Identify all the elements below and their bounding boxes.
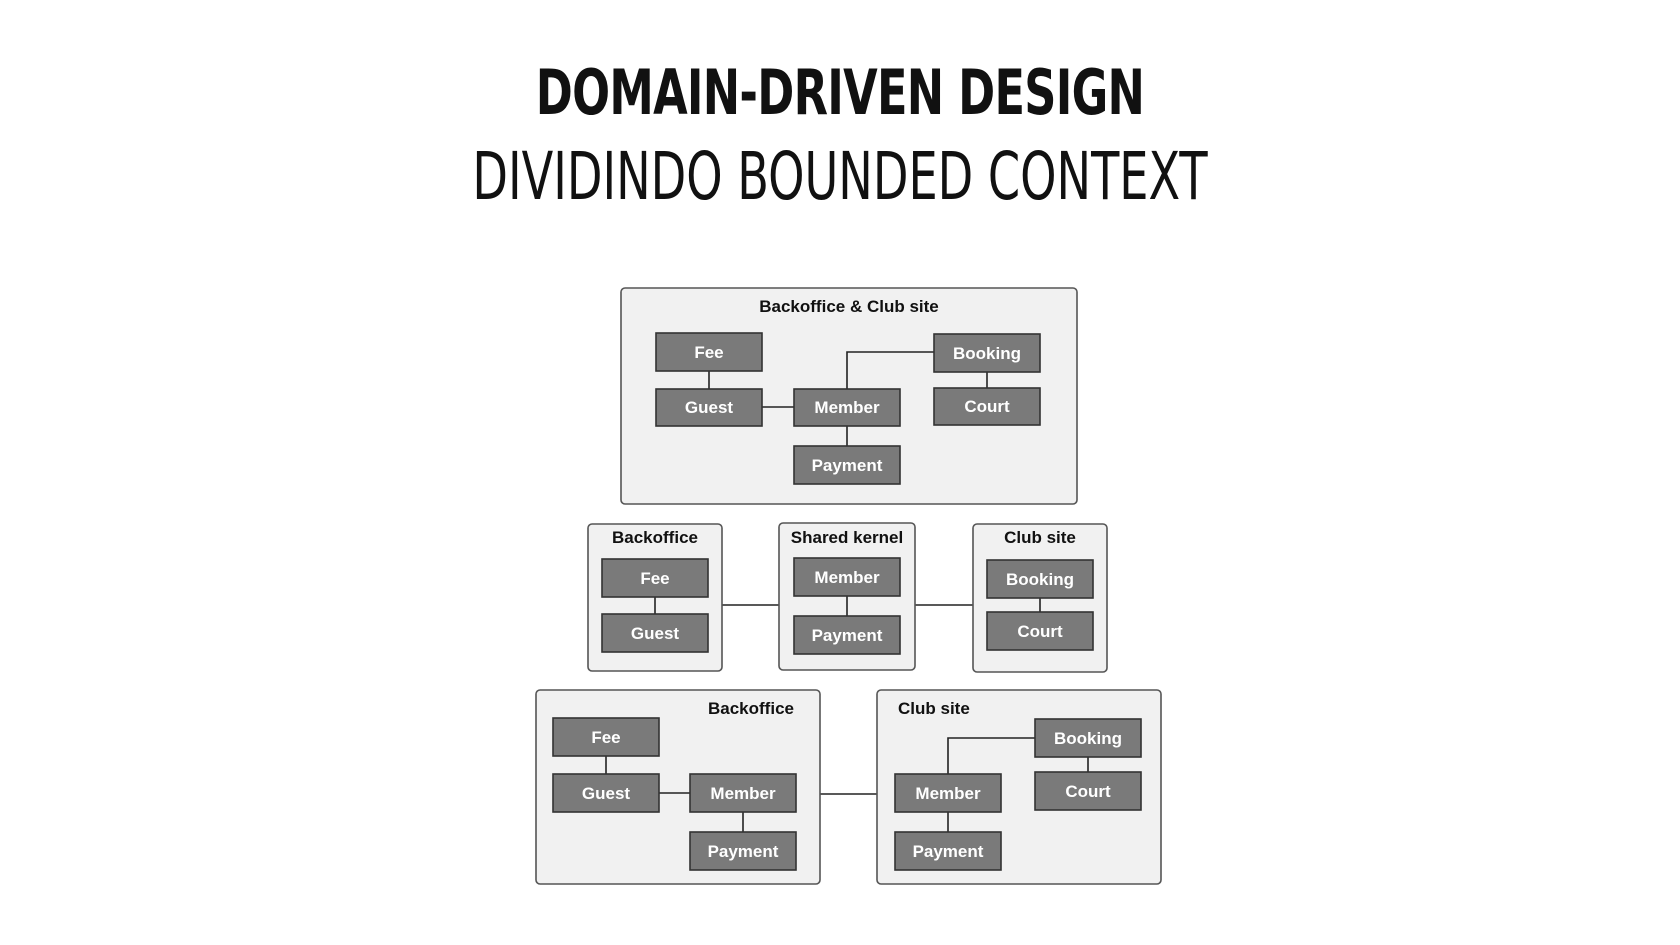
context-label: Club site [1004,528,1076,547]
entity-label: Court [1017,622,1063,641]
entity-label: Guest [631,624,680,643]
context-label: Club site [898,699,970,718]
entity-label: Payment [812,626,883,645]
entity-label: Member [814,568,880,587]
entity-booking [986,559,1094,599]
entity-label: Fee [640,569,669,588]
diagram-shared-kernel: Backoffice Fee Guest Shared kernel Membe… [587,522,1108,673]
entity-label: Booking [953,344,1021,363]
entity-payment [793,615,901,655]
slide-title: DOMAIN-DRIVEN DESIGN [535,56,1145,129]
entity-label: Booking [1006,570,1074,589]
entity-member [894,773,1002,813]
entity-booking [933,333,1041,373]
entity-label: Payment [708,842,779,861]
slide-subtitle: DIVIDINDO BOUNDED CONTEXT [472,138,1208,215]
link-member-booking [947,737,1035,774]
entity-label: Fee [591,728,620,747]
entity-label: Member [710,784,776,803]
diagram-combined: Backoffice & Club site Fee Guest Member … [620,287,1078,505]
context-label: Backoffice [612,528,698,547]
context-label: Backoffice & Club site [759,297,939,316]
context-label: Backoffice [708,699,794,718]
entity-label: Payment [913,842,984,861]
entity-guest [655,388,763,427]
entity-label: Payment [812,456,883,475]
entity-fee [601,558,709,598]
entity-payment [689,831,797,871]
entity-fee [655,332,763,372]
entity-fee [552,717,660,757]
entity-guest [552,773,660,813]
entity-member [793,388,901,427]
entity-label: Fee [694,343,723,362]
entity-payment [793,445,901,485]
entity-booking [1034,718,1142,758]
entity-payment [894,831,1002,871]
entity-member [793,557,901,597]
entity-label: Booking [1054,729,1122,748]
entity-guest [601,613,709,653]
entity-label: Court [964,397,1010,416]
diagram-separate-contexts: Backoffice Fee Guest Member Payment Club… [535,689,1162,885]
link-member-booking [846,351,934,389]
context-label: Shared kernel [791,528,903,547]
entity-court [986,611,1094,651]
entity-label: Guest [685,398,734,417]
entity-court [933,387,1041,426]
entity-court [1034,771,1142,811]
entity-label: Court [1065,782,1111,801]
entity-label: Member [915,784,981,803]
entity-label: Member [814,398,880,417]
entity-member [689,773,797,813]
entity-label: Guest [582,784,631,803]
